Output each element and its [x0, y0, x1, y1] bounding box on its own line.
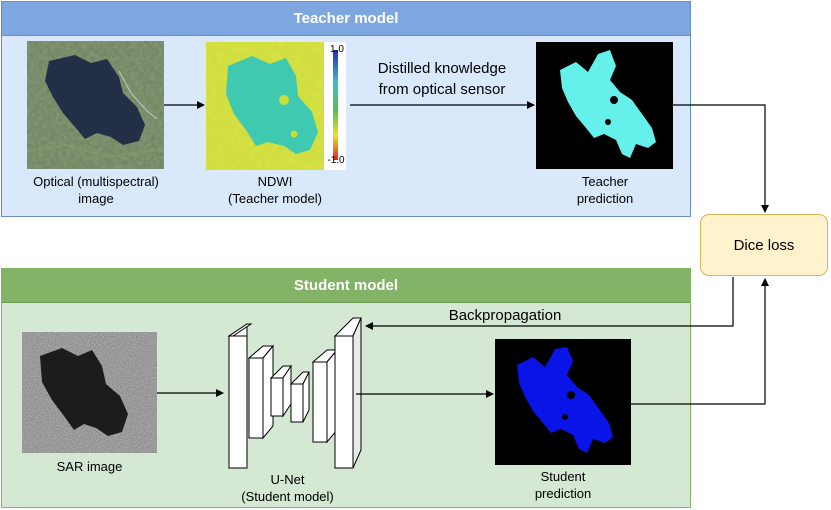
distill-line1: Distilled knowledge [377, 60, 507, 77]
teacher-prediction-label: Teacher prediction [540, 173, 670, 207]
teacher-prediction-image [536, 42, 673, 169]
colorbar-max: 1.0 [330, 44, 344, 55]
distill-line2: from optical sensor [378, 81, 506, 98]
colorbar-min: -1.0 [327, 155, 345, 166]
distilled-knowledge-label: Distilled knowledge from optical sensor [356, 58, 528, 100]
dice-loss-box: Dice loss [700, 214, 828, 276]
student-prediction-label: Student prediction [498, 468, 628, 502]
optical-image-label: Optical (multispectral) image [14, 173, 178, 207]
ndwi-image [206, 42, 346, 170]
dice-loss-label: Dice loss [733, 236, 795, 254]
optical-label-line2: image [78, 191, 114, 206]
student-prediction-image [495, 339, 631, 465]
sar-image [22, 332, 157, 453]
sar-image-label: SAR image [56, 459, 123, 474]
teacher-prediction-line1: Teacher [581, 174, 629, 189]
student-panel-title: Student model [2, 269, 690, 303]
unet-block-1-side [228, 335, 248, 469]
backpropagation-label: Backpropagation [448, 307, 562, 324]
ndwi-label: NDWI (Teacher model) [200, 173, 350, 207]
arrow-teacher-prediction-to-dice [673, 104, 769, 213]
ndwi-label-line2: (Teacher model) [228, 191, 322, 206]
optical-label-line1: Optical (multispectral) [33, 174, 159, 189]
optical-image [27, 41, 164, 169]
teacher-prediction-line2: prediction [576, 191, 634, 206]
arrow-student-prediction-to-dice [631, 278, 769, 405]
arrow-backpropagation [365, 277, 734, 330]
unet-label: U-Net (Student model) [215, 471, 360, 505]
unet-label-line2: (Student model) [241, 489, 334, 504]
unet-diagram [227, 317, 362, 469]
ndwi-label-line1: NDWI [257, 174, 293, 189]
teacher-panel-title: Teacher model [2, 2, 690, 36]
unet-label-line1: U-Net [270, 472, 305, 487]
student-prediction-line1: Student [540, 469, 586, 484]
student-prediction-line2: prediction [534, 486, 592, 501]
